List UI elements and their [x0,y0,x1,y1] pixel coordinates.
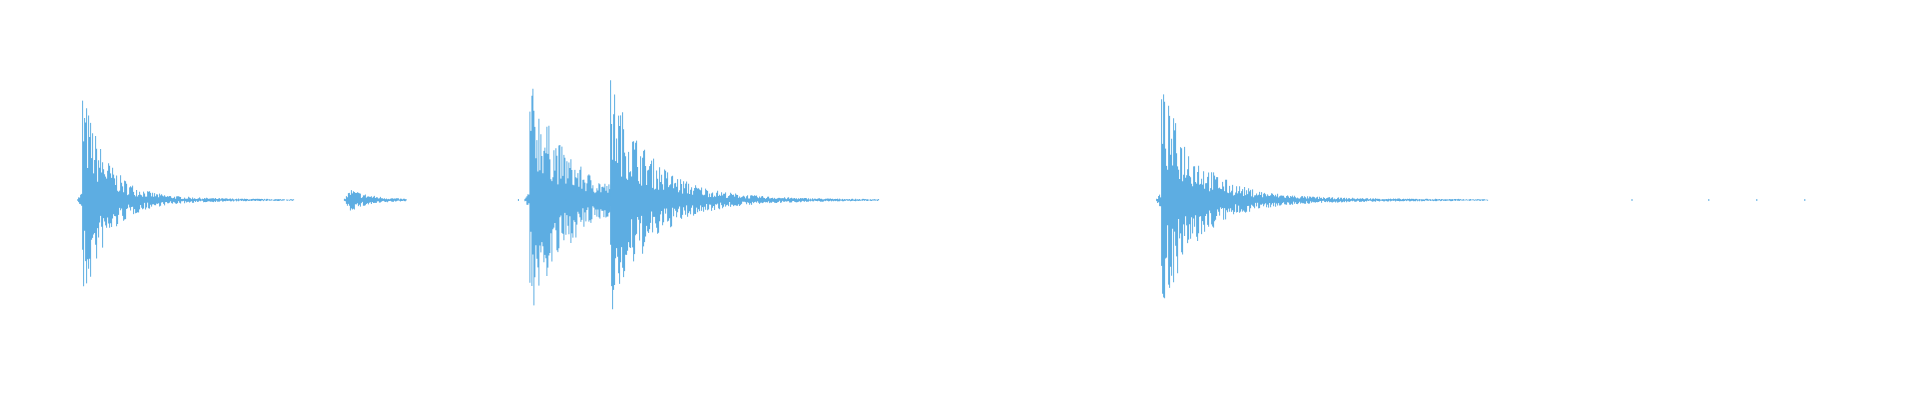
burst-2 [343,190,407,211]
burst-4-samples [605,80,880,310]
burst-5 [1156,94,1489,299]
burst-5-samples [1156,94,1489,299]
burst-4 [605,80,880,310]
burst-2-samples [343,190,407,211]
waveform-bursts [77,80,1806,310]
burst-1 [77,100,295,287]
burst-1-samples [77,100,295,287]
